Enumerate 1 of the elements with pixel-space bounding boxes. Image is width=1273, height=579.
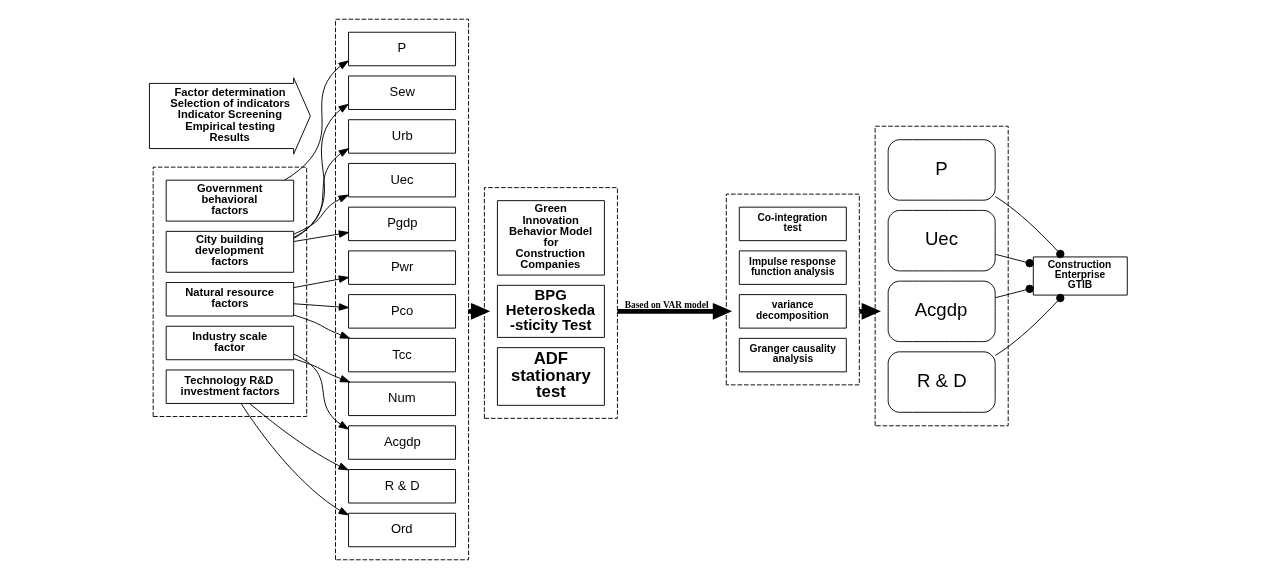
edge-label: Based on VAR model bbox=[624, 299, 709, 310]
